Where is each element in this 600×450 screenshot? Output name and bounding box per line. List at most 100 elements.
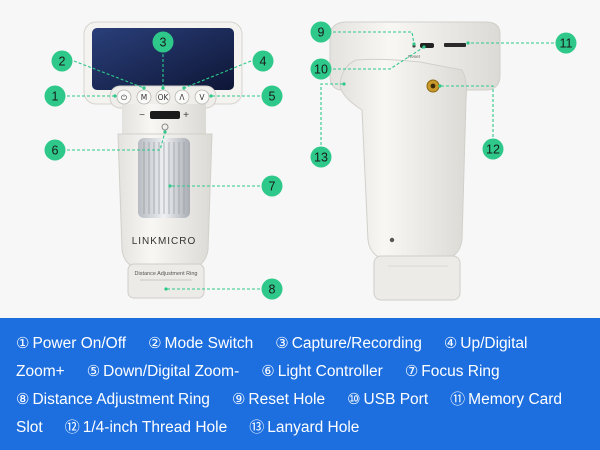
callout-6: 6 bbox=[44, 130, 167, 161]
callout-8: 8 bbox=[164, 278, 283, 300]
distance-ring[interactable] bbox=[127, 263, 205, 299]
legend-text: Zoom+ bbox=[16, 363, 65, 380]
callout-leader-line bbox=[440, 85, 494, 137]
callout-badge bbox=[261, 175, 283, 197]
microscope-diagram: − + LINKMICRO Distance Adjustment Ring ⏻… bbox=[44, 21, 577, 301]
slider-plus-label: + bbox=[183, 110, 189, 121]
callout-5: 5 bbox=[209, 85, 283, 107]
callout-leader-line bbox=[320, 83, 344, 145]
power-button-shape bbox=[116, 89, 132, 105]
legend-text: Power On/Off bbox=[32, 335, 127, 352]
legend-text: Light Controller bbox=[277, 363, 383, 380]
callout-badge bbox=[555, 32, 577, 54]
down-button-shape bbox=[194, 89, 210, 105]
legend-text: Up/Digital bbox=[460, 335, 528, 352]
brand-label: LINKMICRO bbox=[132, 236, 197, 247]
legend-number: ③ bbox=[275, 335, 289, 352]
callout-1: 1 bbox=[44, 85, 117, 107]
legend-text: Down/Digital Zoom- bbox=[103, 363, 240, 380]
callout-number: 11 bbox=[560, 37, 573, 51]
callout-number: 4 bbox=[260, 55, 267, 69]
ok-button-shape bbox=[155, 89, 171, 105]
ok-button[interactable]: OK bbox=[155, 89, 171, 105]
callout-number: 2 bbox=[59, 55, 66, 69]
legend-text: Lanyard Hole bbox=[267, 419, 360, 436]
callout-badge bbox=[51, 50, 73, 72]
legend-item: Zoom+ bbox=[16, 358, 65, 386]
callout-leader-line bbox=[333, 31, 415, 45]
legend-number: ④ bbox=[443, 335, 458, 352]
callout-leader-line bbox=[67, 131, 166, 151]
legend-text: USB Port bbox=[363, 391, 429, 408]
callout-dot bbox=[342, 82, 346, 86]
legend-number: ⑧ bbox=[16, 391, 30, 408]
callout-dot bbox=[163, 130, 167, 134]
distance-ring-label: Distance Adjustment Ring bbox=[135, 271, 198, 277]
callout-dot bbox=[113, 94, 117, 98]
legend-number: ② bbox=[148, 335, 162, 352]
legend-number: ⑩ bbox=[347, 391, 361, 408]
legend-number: ⑬ bbox=[249, 419, 265, 436]
legend-number: ⑤ bbox=[86, 363, 101, 380]
mode-button-label: M bbox=[141, 93, 147, 102]
thread-hole-center bbox=[430, 83, 436, 89]
usb-port[interactable] bbox=[420, 43, 434, 48]
memory-card-slot[interactable] bbox=[444, 43, 466, 47]
callout-number: 8 bbox=[269, 283, 276, 297]
callout-3: 3 bbox=[152, 31, 174, 90]
callout-13: 13 bbox=[310, 82, 346, 168]
up-button[interactable]: Λ bbox=[174, 89, 190, 105]
legend-number: ⑪ bbox=[450, 391, 466, 408]
legend-number: ① bbox=[16, 335, 30, 352]
ok-button-label: OK bbox=[158, 93, 170, 102]
callout-dot bbox=[466, 41, 470, 45]
back-handle bbox=[339, 58, 467, 261]
light-slider[interactable] bbox=[150, 111, 180, 119]
down-button[interactable]: V bbox=[194, 89, 210, 105]
callout-9: 9 bbox=[310, 21, 416, 46]
power-button[interactable]: ⏻ bbox=[116, 89, 132, 105]
legend-text: Mode Switch bbox=[164, 335, 254, 352]
callout-4: 4 bbox=[182, 50, 274, 90]
up-button-shape bbox=[174, 89, 190, 105]
power-button-label: ⏻ bbox=[121, 93, 128, 102]
light-icon bbox=[161, 123, 169, 131]
focus-ring-ribs bbox=[143, 142, 185, 214]
callout-leader-line bbox=[333, 46, 425, 70]
callout-badge bbox=[310, 146, 332, 168]
legend-text: Distance Adjustment Ring bbox=[32, 391, 210, 408]
callout-badge bbox=[310, 21, 332, 43]
callout-dot bbox=[209, 94, 213, 98]
callout-number: 10 bbox=[314, 63, 328, 77]
callout-12: 12 bbox=[438, 84, 504, 160]
legend-text: 1/4-inch Thread Hole bbox=[82, 419, 228, 436]
slider-minus-label: − bbox=[139, 110, 145, 121]
callout-badge bbox=[152, 31, 174, 53]
callout-number: 3 bbox=[160, 36, 167, 50]
callout-badge bbox=[252, 50, 274, 72]
back-bottom-ring bbox=[373, 255, 461, 301]
legend-text: Slot bbox=[16, 419, 43, 436]
callout-badge bbox=[44, 85, 66, 107]
mode-button[interactable]: M bbox=[136, 89, 152, 105]
callout-7: 7 bbox=[168, 175, 283, 197]
callout-dot bbox=[142, 86, 146, 90]
callout-dot bbox=[438, 84, 442, 88]
lanyard-hole[interactable] bbox=[389, 237, 395, 243]
callout-dot bbox=[182, 86, 186, 90]
callout-badge bbox=[261, 85, 283, 107]
legend-number: ⑦ bbox=[404, 363, 419, 380]
